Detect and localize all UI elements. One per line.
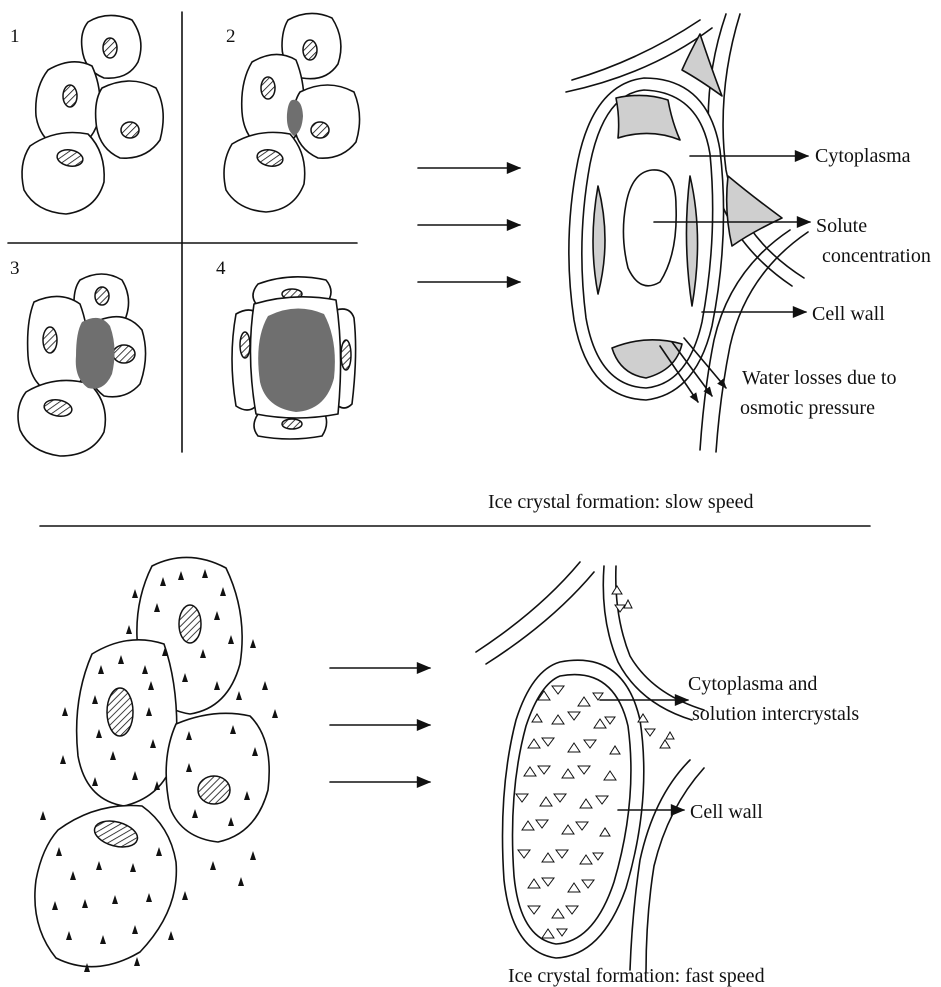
label-solute-line2: concentration — [822, 245, 931, 267]
caption-fast-speed: Ice crystal formation: fast speed — [508, 965, 765, 987]
panel-number-2: 2 — [226, 26, 236, 47]
cell-cluster-stage-1 — [22, 15, 163, 214]
cell-cluster-stage-2 — [224, 13, 360, 212]
fast-freezing-cluster — [35, 557, 278, 972]
slow-freezing-panels: 1 2 3 4 — [8, 12, 360, 456]
fast-freezing-cell-section — [476, 562, 704, 972]
label-cytoplasma: Cytoplasma — [815, 145, 911, 167]
panel-number-1: 1 — [10, 26, 20, 47]
label-cyto-intercrystal-line2: solution intercrystals — [692, 703, 859, 725]
panel-number-4: 4 — [216, 258, 226, 279]
slow-process-arrows — [418, 168, 520, 282]
caption-slow-speed: Ice crystal formation: slow speed — [488, 491, 753, 513]
cell-wall-outline-fast — [503, 660, 644, 958]
label-solute-line1: Solute — [816, 215, 867, 237]
fast-process-arrows — [330, 668, 430, 782]
label-cell-wall-slow: Cell wall — [812, 303, 885, 325]
cell-cluster-stage-3 — [18, 274, 146, 456]
label-cyto-intercrystal-line1: Cytoplasma and — [688, 673, 817, 695]
label-water-line1: Water losses due to — [742, 367, 896, 389]
cell-cluster-stage-4 — [232, 277, 356, 439]
label-cell-wall-fast: Cell wall — [690, 801, 763, 823]
label-water-line2: osmotic pressure — [740, 397, 875, 419]
panel-number-3: 3 — [10, 258, 20, 279]
